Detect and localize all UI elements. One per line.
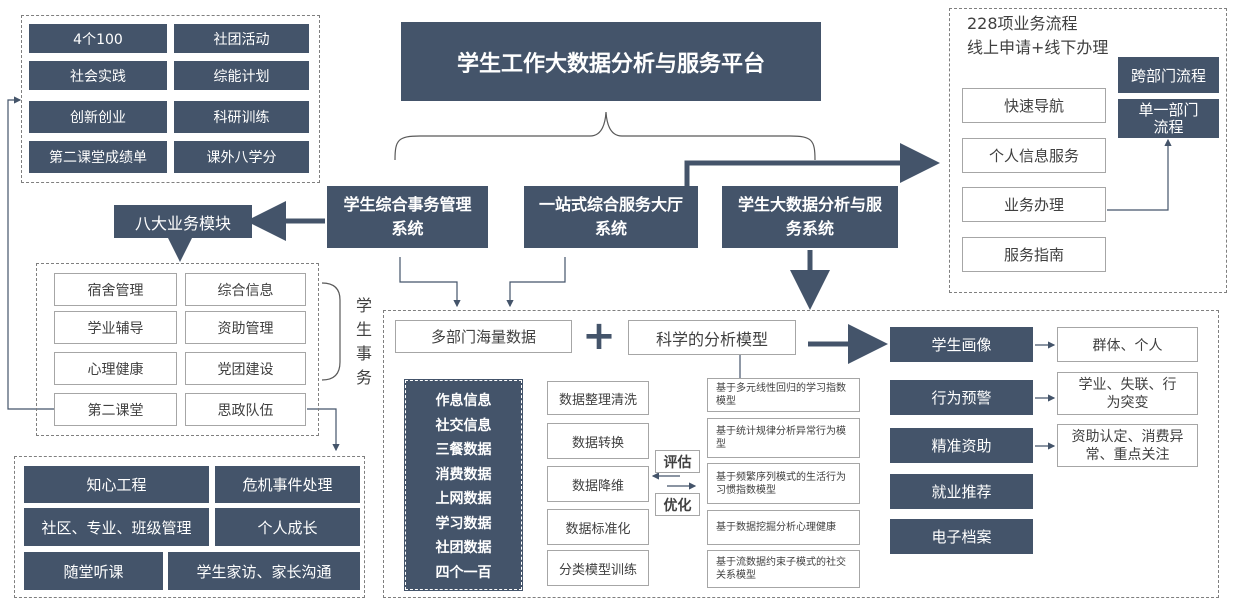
process-step[interactable]: 数据降维	[547, 466, 649, 502]
single-dept-process[interactable]: 单一部门流程	[1118, 99, 1219, 138]
affair-box[interactable]: 心理健康	[54, 352, 177, 385]
plus-sign: +	[582, 313, 616, 359]
activity-box[interactable]: 科研训练	[174, 101, 309, 133]
output-detail: 学业、失联、行为突变	[1057, 372, 1198, 415]
counseling-box[interactable]: 危机事件处理	[215, 466, 360, 503]
data-type: 学习数据	[435, 515, 492, 532]
business-handling-item[interactable]: 业务办理	[962, 187, 1106, 222]
affair-box[interactable]: 学业辅导	[54, 311, 177, 344]
process-step[interactable]: 数据转换	[547, 423, 649, 459]
output-employment[interactable]: 就业推荐	[890, 474, 1033, 509]
process-step[interactable]: 数据标准化	[547, 509, 649, 545]
counseling-box[interactable]: 社区、专业、班级管理	[24, 508, 209, 546]
activity-box[interactable]: 综能计划	[174, 61, 309, 90]
affairs-management-system[interactable]: 学生综合事务管理系统	[327, 186, 488, 248]
personal-info-item[interactable]: 个人信息服务	[962, 138, 1106, 173]
output-e-archive[interactable]: 电子档案	[890, 519, 1033, 554]
cross-dept-process[interactable]: 跨部门流程	[1118, 57, 1219, 93]
activity-box[interactable]: 社会实践	[29, 61, 167, 90]
model-item: 基于数据挖掘分析心理健康	[707, 510, 860, 545]
output-detail: 群体、个人	[1057, 327, 1198, 362]
counseling-box[interactable]: 知心工程	[24, 466, 209, 503]
data-type: 社交信息	[435, 417, 492, 434]
eight-modules-label: 八大业务模块	[114, 205, 252, 238]
activity-box[interactable]: 4个100	[29, 24, 167, 53]
process-count-heading: 228项业务流程	[967, 14, 1078, 33]
online-offline-heading: 线上申请+线下办理	[967, 38, 1109, 57]
counseling-box[interactable]: 学生家访、家长沟通	[168, 552, 360, 590]
analysis-model-label: 科学的分析模型	[628, 320, 796, 355]
activity-box[interactable]: 第二课堂成绩单	[29, 141, 167, 173]
process-step[interactable]: 分类模型训练	[547, 550, 649, 586]
counseling-box[interactable]: 随堂听课	[24, 552, 163, 590]
activity-box[interactable]: 创新创业	[29, 101, 167, 133]
optimize-label: 优化	[655, 493, 700, 516]
one-stop-service-hall-system[interactable]: 一站式综合服务大厅系统	[524, 186, 698, 248]
activities-group	[21, 15, 320, 183]
affair-box[interactable]: 思政队伍	[185, 393, 306, 426]
data-type: 作息信息	[435, 393, 492, 409]
platform-title: 学生工作大数据分析与服务平台	[401, 22, 821, 101]
output-precise-aid[interactable]: 精准资助	[890, 428, 1033, 463]
affair-box[interactable]: 宿舍管理	[54, 273, 177, 306]
data-type: 四个一百	[435, 564, 492, 581]
student-affairs-group	[36, 263, 319, 436]
student-affairs-label: 学 生 事 务	[355, 296, 372, 387]
service-guide-item[interactable]: 服务指南	[962, 237, 1106, 272]
data-types-list: 作息信息 社交信息 三餐数据 消费数据 上网数据 学习数据 社团数据 四个一百	[404, 379, 523, 591]
activity-box[interactable]: 社团活动	[174, 24, 309, 53]
affair-box[interactable]: 综合信息	[185, 273, 306, 306]
model-item: 基于统计规律分析异常行为模型	[707, 418, 860, 458]
counseling-group	[14, 456, 365, 598]
business-process-group	[949, 8, 1227, 293]
output-behavior-warning[interactable]: 行为预警	[890, 380, 1033, 415]
data-type: 消费数据	[435, 466, 492, 483]
output-student-portrait[interactable]: 学生画像	[890, 327, 1033, 362]
evaluate-label: 评估	[655, 450, 700, 473]
model-item: 基于流数据约束子模式的社交关系模型	[707, 550, 860, 588]
data-type: 上网数据	[435, 491, 492, 507]
data-type: 三餐数据	[435, 442, 492, 458]
process-step[interactable]: 数据整理清洗	[547, 381, 649, 415]
model-item: 基于频繁序列模式的生活行为习惯指数模型	[707, 463, 860, 504]
counseling-box[interactable]: 个人成长	[215, 508, 360, 546]
mass-data-label: 多部门海量数据	[395, 320, 572, 353]
bigdata-analysis-system[interactable]: 学生大数据分析与服务系统	[722, 186, 898, 248]
data-type: 社团数据	[435, 540, 492, 556]
model-item: 基于多元线性回归的学习指数模型	[707, 378, 860, 412]
affair-box[interactable]: 资助管理	[185, 311, 306, 344]
affair-box[interactable]: 党团建设	[185, 352, 306, 385]
activity-box[interactable]: 课外八学分	[174, 141, 309, 173]
quick-nav-item[interactable]: 快速导航	[962, 88, 1106, 123]
analysis-group	[383, 310, 1219, 598]
affair-box[interactable]: 第二课堂	[54, 393, 177, 426]
output-detail: 资助认定、消费异常、重点关注	[1057, 424, 1198, 467]
